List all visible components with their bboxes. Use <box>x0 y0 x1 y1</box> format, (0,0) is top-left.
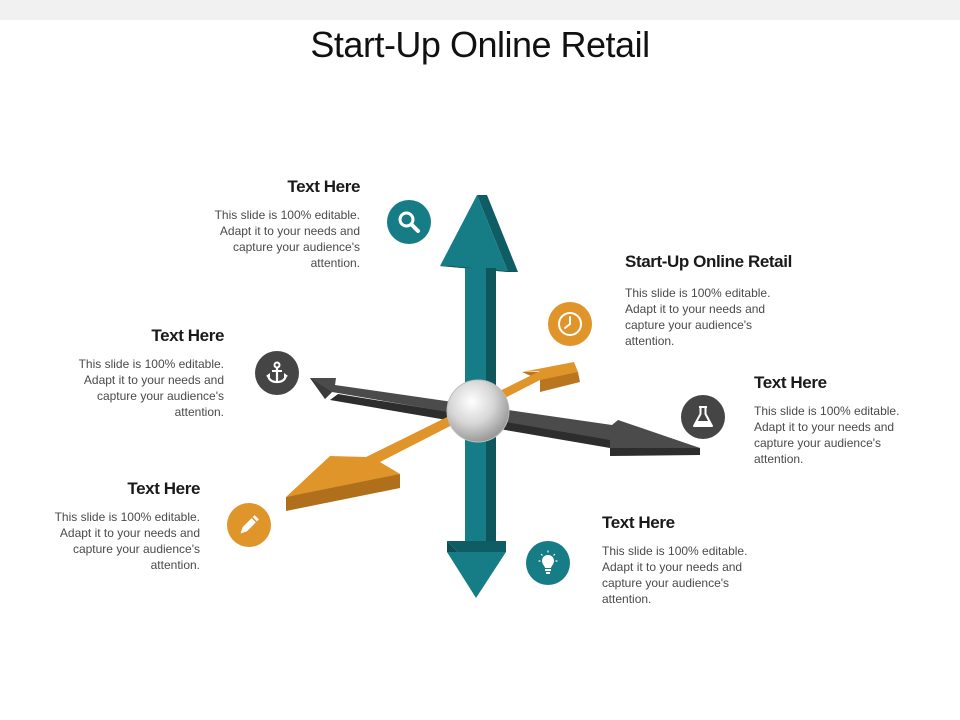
slide-title: Start-Up Online Retail <box>310 24 650 65</box>
block-heading: Text Here <box>754 373 827 392</box>
block-body: This slide is 100% editable. Adapt it to… <box>214 208 360 270</box>
text-block-4: Text Here This slide is 100% editable. A… <box>754 373 914 467</box>
block-heading: Text Here <box>602 513 675 532</box>
text-block-6: Text Here This slide is 100% editable. A… <box>602 513 762 607</box>
block-body: This slide is 100% editable. Adapt it to… <box>602 544 748 606</box>
block-heading: Text Here <box>287 177 360 196</box>
pencil-icon <box>227 503 271 547</box>
clock-icon <box>548 302 592 346</box>
top-bar <box>0 0 960 20</box>
block-body: This slide is 100% editable. Adapt it to… <box>625 286 771 348</box>
text-block-1: Text Here This slide is 100% editable. A… <box>200 177 361 271</box>
flask-icon <box>681 395 725 439</box>
search-icon <box>387 200 431 244</box>
block-body: This slide is 100% editable. Adapt it to… <box>754 404 900 466</box>
block-body: This slide is 100% editable. Adapt it to… <box>54 510 200 572</box>
block-heading: Start-Up Online Retail <box>625 252 792 271</box>
center-sphere <box>446 379 510 443</box>
text-block-5: Text Here This slide is 100% editable. A… <box>40 479 201 573</box>
text-block-2: Start-Up Online Retail This slide is 100… <box>625 252 825 349</box>
anchor-icon <box>255 351 299 395</box>
lightbulb-icon <box>526 541 570 585</box>
block-heading: Text Here <box>151 326 224 345</box>
block-heading: Text Here <box>127 479 200 498</box>
text-block-3: Text Here This slide is 100% editable. A… <box>64 326 225 420</box>
block-body: This slide is 100% editable. Adapt it to… <box>78 357 224 419</box>
